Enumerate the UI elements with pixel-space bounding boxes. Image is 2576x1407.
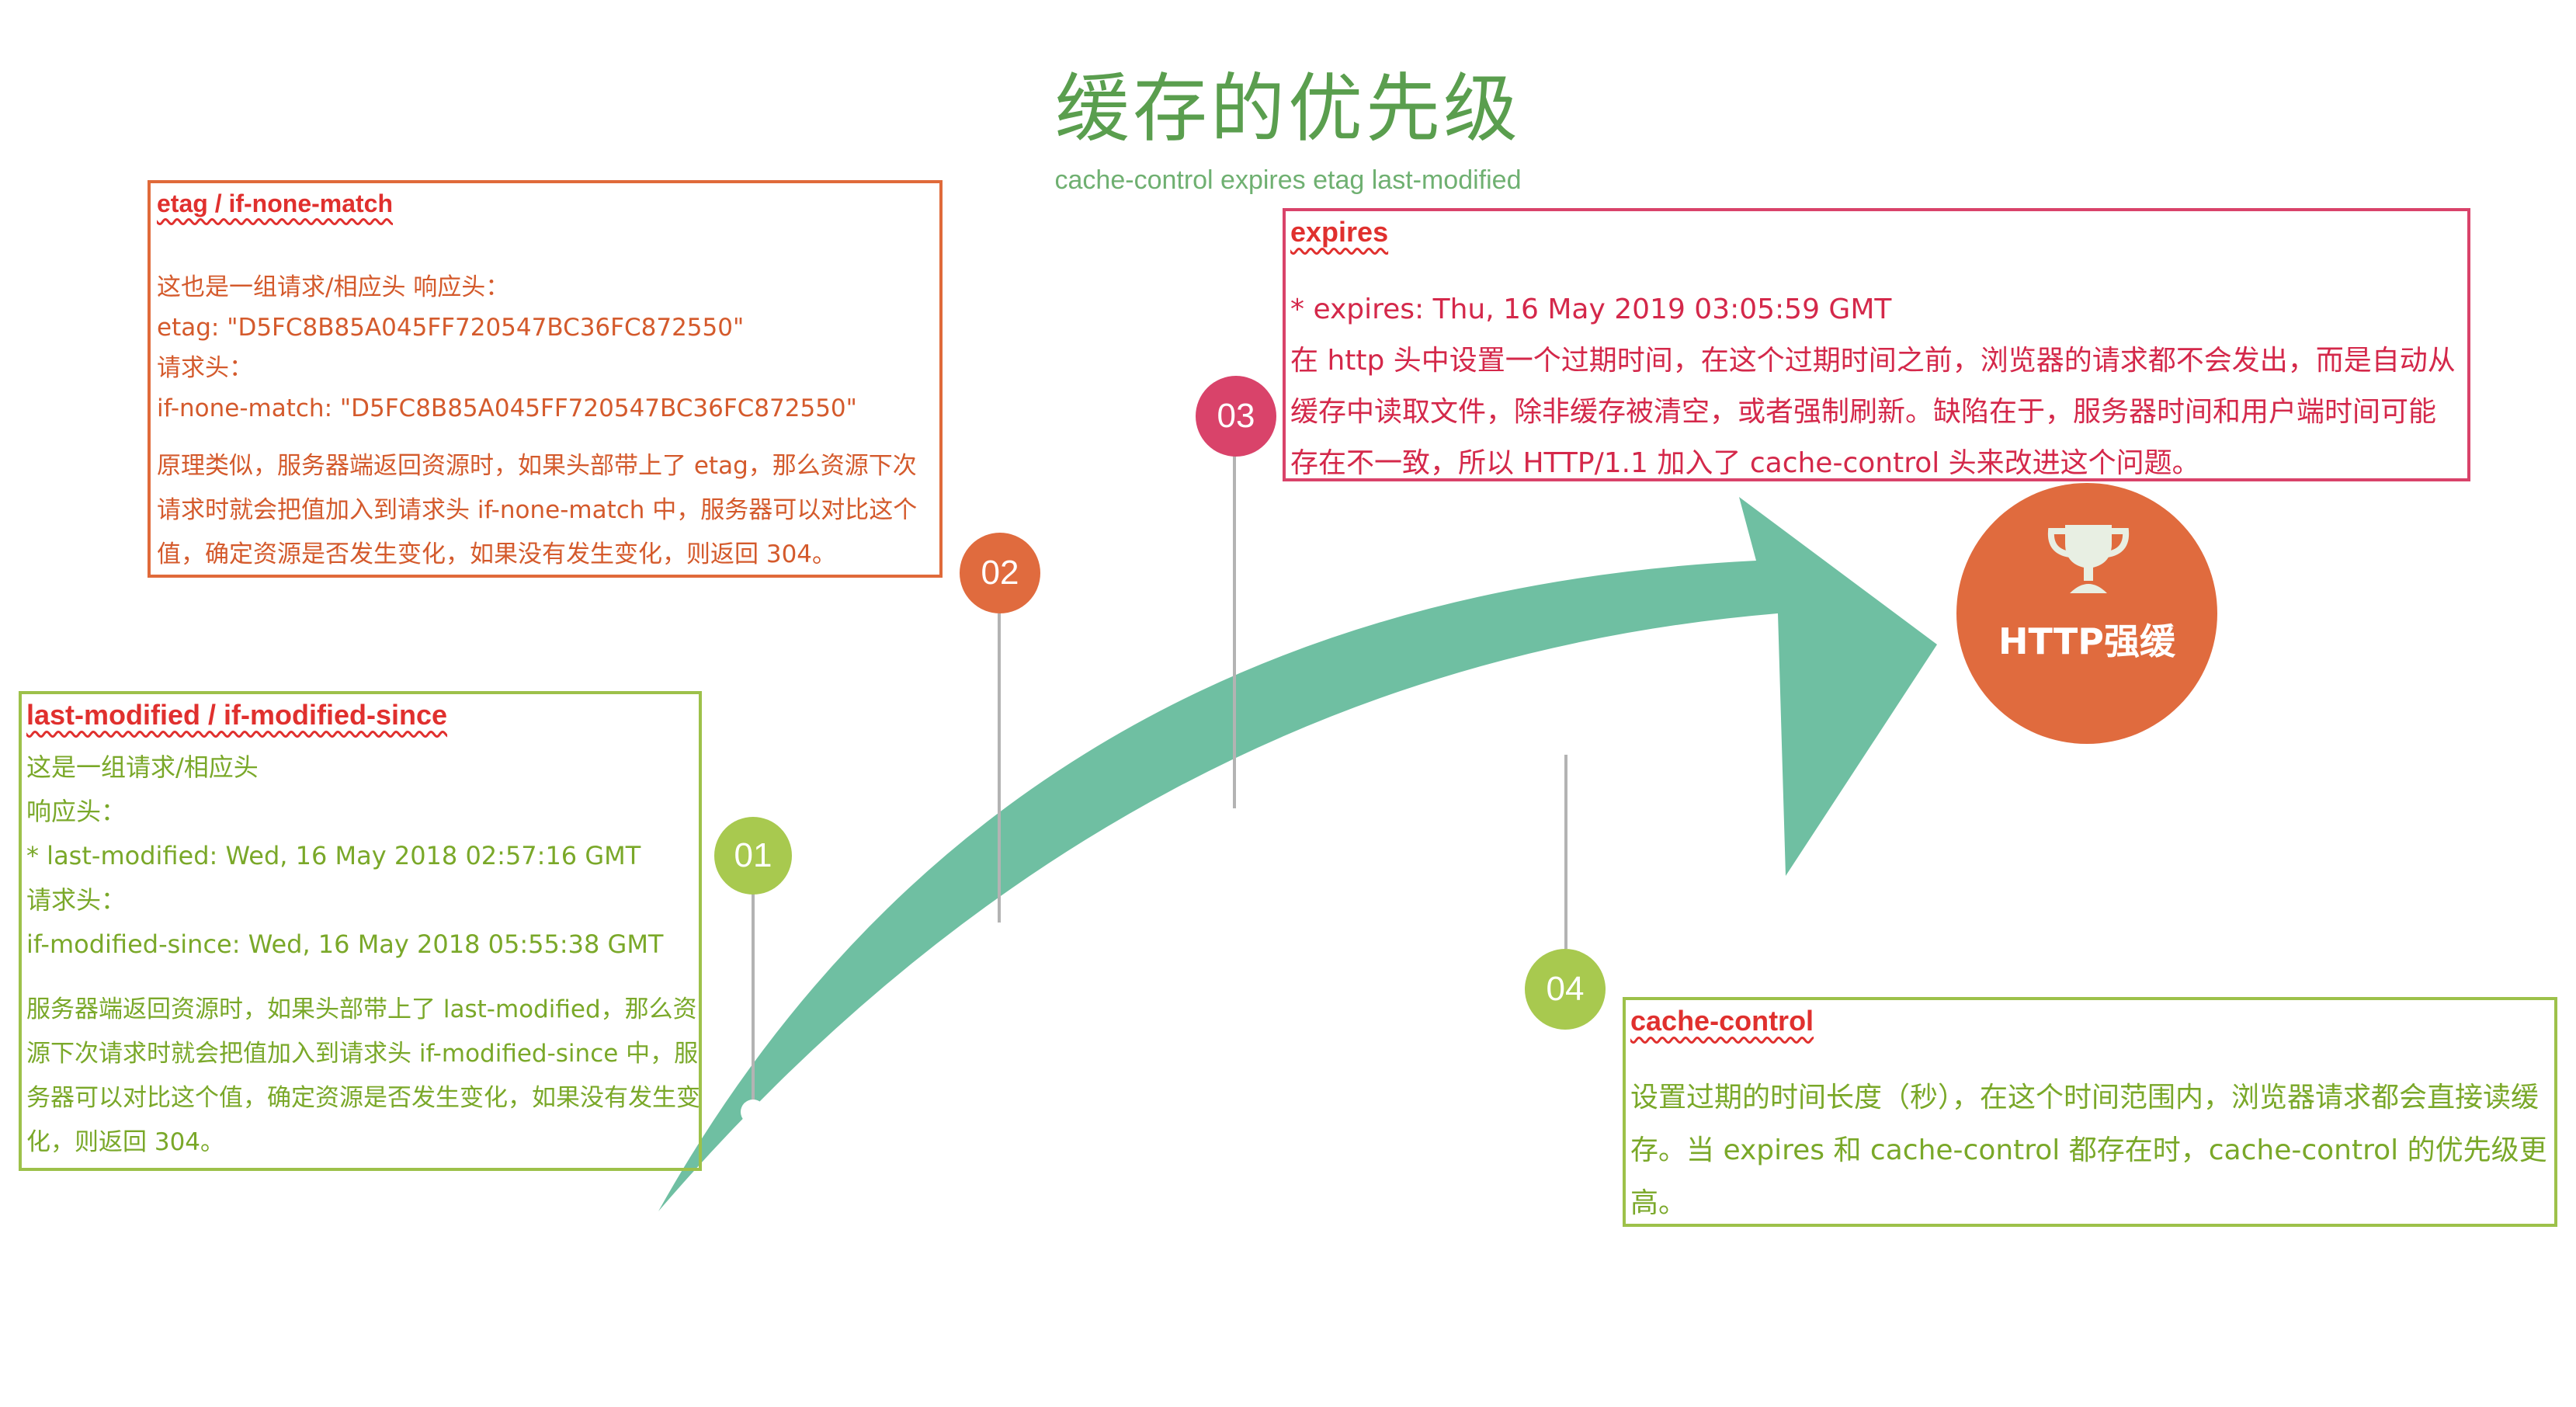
step-badge-04: 04 <box>1525 949 1606 1030</box>
card-last-modified-line: * last-modified: Wed, 16 May 2018 02:57:… <box>26 841 641 870</box>
growth-arrow <box>658 497 1937 1211</box>
card-last-modified-line: 这是一组请求/相应头 <box>26 752 259 782</box>
card-etag-line: 请求头： <box>157 354 253 382</box>
step-badge-03: 03 <box>1196 376 1276 457</box>
card-cache-control-heading: cache-control <box>1630 1005 1814 1037</box>
card-expires-body: * expires: Thu, 16 May 2019 03:05:59 GMT… <box>1290 284 2463 479</box>
card-etag-line: 这也是一组请求/相应头 响应头： <box>157 273 510 301</box>
card-etag-lines: 这也是一组请求/相应头 响应头： etag: "D5FC8B85A045FF72… <box>157 267 857 429</box>
card-expires-paragraph: 在 http 头中设置一个过期时间，在这个过期时间之前，浏览器的请求都不会发出，… <box>1290 345 2456 479</box>
card-last-modified-lines: 这是一组请求/相应头 响应头： * last-modified: Wed, 16… <box>26 745 663 967</box>
card-last-modified-paragraph: 服务器端返回资源时，如果头部带上了 last-modified，那么资源下次请求… <box>26 995 700 1156</box>
card-last-modified-line: if-modified-since: Wed, 16 May 2018 05:5… <box>26 929 664 959</box>
card-cache-control: cache-control 设置过期的时间长度（秒），在这个时间范围内，浏览器请… <box>1623 997 2557 1227</box>
card-expires: expires * expires: Thu, 16 May 2019 03:0… <box>1283 208 2470 481</box>
diagram-subtitle: cache-control expires etag last-modified <box>1054 165 1522 195</box>
pin-03 <box>1213 808 1255 850</box>
card-etag-paragraph: 原理类似，服务器端返回资源时，如果头部带上了 etag，那么资源下次请求时就会把… <box>157 452 918 568</box>
goal-label: HTTP强缓 <box>1998 620 2176 662</box>
step-badge-01: 01 <box>714 817 792 895</box>
card-etag: etag / if-none-match 这也是一组请求/相应头 响应头： et… <box>148 180 943 578</box>
card-last-modified-line: 响应头： <box>26 797 127 826</box>
card-last-modified-heading: last-modified / if-modified-since <box>26 699 448 731</box>
card-expires-line: * expires: Thu, 16 May 2019 03:05:59 GMT <box>1290 294 1892 325</box>
card-expires-heading: expires <box>1290 216 1389 248</box>
trophy-icon <box>2047 525 2130 593</box>
card-last-modified-line: 请求头： <box>26 885 127 915</box>
pin-01 <box>741 1100 766 1124</box>
pin-04 <box>1540 702 1592 755</box>
card-etag-heading: etag / if-none-match <box>157 189 394 217</box>
step-badge-02: 02 <box>960 533 1040 613</box>
card-etag-line: if-none-match: "D5FC8B85A045FF720547BC36… <box>157 394 857 422</box>
diagram-title: 缓存的优先级 <box>1055 65 1521 152</box>
card-etag-line: etag: "D5FC8B85A045FF720547BC36FC872550" <box>157 314 745 342</box>
pin-02 <box>982 922 1016 957</box>
card-cache-control-paragraph: 设置过期的时间长度（秒），在这个时间范围内，浏览器请求都会直接读缓存。当 exp… <box>1630 1082 2547 1219</box>
card-last-modified: last-modified / if-modified-since 这是一组请求… <box>19 691 702 1171</box>
